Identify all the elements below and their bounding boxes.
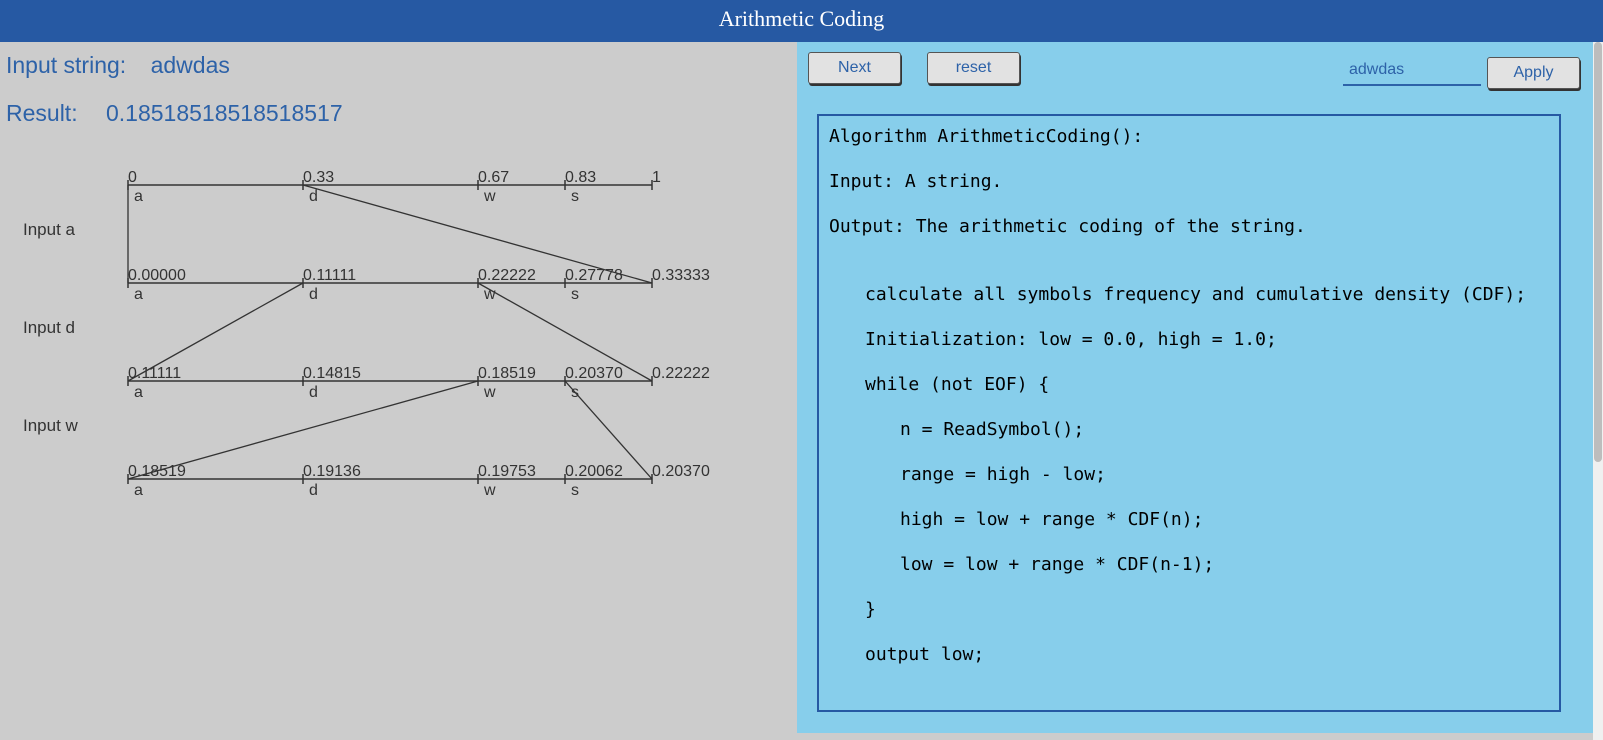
symbol-label: a xyxy=(134,384,143,401)
step-label: Input w xyxy=(23,416,79,435)
app-title: Arithmetic Coding xyxy=(718,6,885,31)
interval-diagram: 0 0.33 0.67 0.83 1 a d w s 0.00000 0.11111 0.22222 0… xyxy=(23,169,710,499)
symbol-label: s xyxy=(571,482,579,499)
tick-label: 0.14815 xyxy=(303,365,361,382)
code-line: range = high - low; xyxy=(900,464,1106,485)
step-label: Input d xyxy=(23,318,75,337)
symbol-label: s xyxy=(571,188,579,205)
symbol-label: w xyxy=(483,482,496,499)
zoom-connector xyxy=(127,282,304,382)
tick-label: 0.27778 xyxy=(565,267,623,284)
code-line: output low; xyxy=(865,644,985,665)
input-string-label: Input string: xyxy=(6,52,127,78)
symbol-label: d xyxy=(309,286,318,303)
tick-label: 0.22222 xyxy=(478,267,536,284)
symbol-label: a xyxy=(134,286,143,303)
code-line: n = ReadSymbol(); xyxy=(900,419,1085,440)
algorithm-code-box: Algorithm ArithmeticCoding(): Input: A st… xyxy=(817,114,1561,712)
code-line: Algorithm ArithmeticCoding(): xyxy=(829,126,1144,147)
code-line: calculate all symbols frequency and cumu… xyxy=(865,284,1527,305)
tick-label: 0.11111 xyxy=(303,267,356,284)
symbol-label: w xyxy=(483,188,496,205)
result-line: Result: 0.18518518518518517 xyxy=(6,100,343,127)
string-input[interactable] xyxy=(1343,56,1481,86)
symbol-label: s xyxy=(571,286,579,303)
app-title-bar: Arithmetic Coding xyxy=(0,0,1603,42)
symbol-label: w xyxy=(483,286,496,303)
tick-label: 0.18519 xyxy=(478,365,536,382)
tick-label: 0.67 xyxy=(478,169,509,186)
scrollbar-thumb[interactable] xyxy=(1594,42,1602,462)
zoom-connector xyxy=(127,380,479,480)
tick-label: 1 xyxy=(652,169,661,186)
tick-label: 0.22222 xyxy=(652,365,710,382)
tick-label: 0.19136 xyxy=(303,463,361,480)
input-string-line: Input string: adwdas xyxy=(6,52,230,79)
symbol-label: w xyxy=(483,384,496,401)
result-label: Result: xyxy=(6,100,78,126)
tick-label: 0.33 xyxy=(303,169,334,186)
input-string-value: adwdas xyxy=(150,52,230,78)
tick-label: 0.83 xyxy=(565,169,596,186)
tick-label: 0.11111 xyxy=(128,365,181,382)
tick-label: 0.20370 xyxy=(652,463,710,480)
symbol-label: d xyxy=(309,188,318,205)
tick-label: 0.20370 xyxy=(565,365,623,382)
zoom-connector xyxy=(477,282,653,382)
code-line: high = low + range * CDF(n); xyxy=(900,509,1204,530)
tick-label: 0.19753 xyxy=(478,463,536,480)
code-line: Initialization: low = 0.0, high = 1.0; xyxy=(865,329,1277,350)
symbol-label: d xyxy=(309,482,318,499)
code-line: while (not EOF) { xyxy=(865,374,1050,395)
code-line: Output: The arithmetic coding of the str… xyxy=(829,216,1306,237)
step-label: Input a xyxy=(23,220,76,239)
code-line: } xyxy=(865,599,876,620)
code-line: Input: A string. xyxy=(829,171,1003,192)
result-value: 0.18518518518518517 xyxy=(105,100,343,126)
tick-label: 0.20062 xyxy=(565,463,623,480)
symbol-label: a xyxy=(134,188,143,205)
zoom-connector xyxy=(564,380,653,480)
next-button[interactable]: Next xyxy=(808,52,901,84)
apply-button[interactable]: Apply xyxy=(1487,57,1580,89)
tick-label: 0 xyxy=(128,169,137,186)
symbol-label: d xyxy=(309,384,318,401)
visualization-panel xyxy=(0,42,797,740)
zoom-connector xyxy=(302,184,653,284)
algorithm-panel: Next reset Apply Algorithm ArithmeticCod… xyxy=(797,42,1593,733)
tick-label: 0.33333 xyxy=(652,267,710,284)
tick-label: 0.00000 xyxy=(128,267,186,284)
symbol-label: a xyxy=(134,482,143,499)
page-scrollbar[interactable] xyxy=(1593,42,1603,740)
reset-button[interactable]: reset xyxy=(927,52,1020,84)
code-line: low = low + range * CDF(n-1); xyxy=(900,554,1215,575)
